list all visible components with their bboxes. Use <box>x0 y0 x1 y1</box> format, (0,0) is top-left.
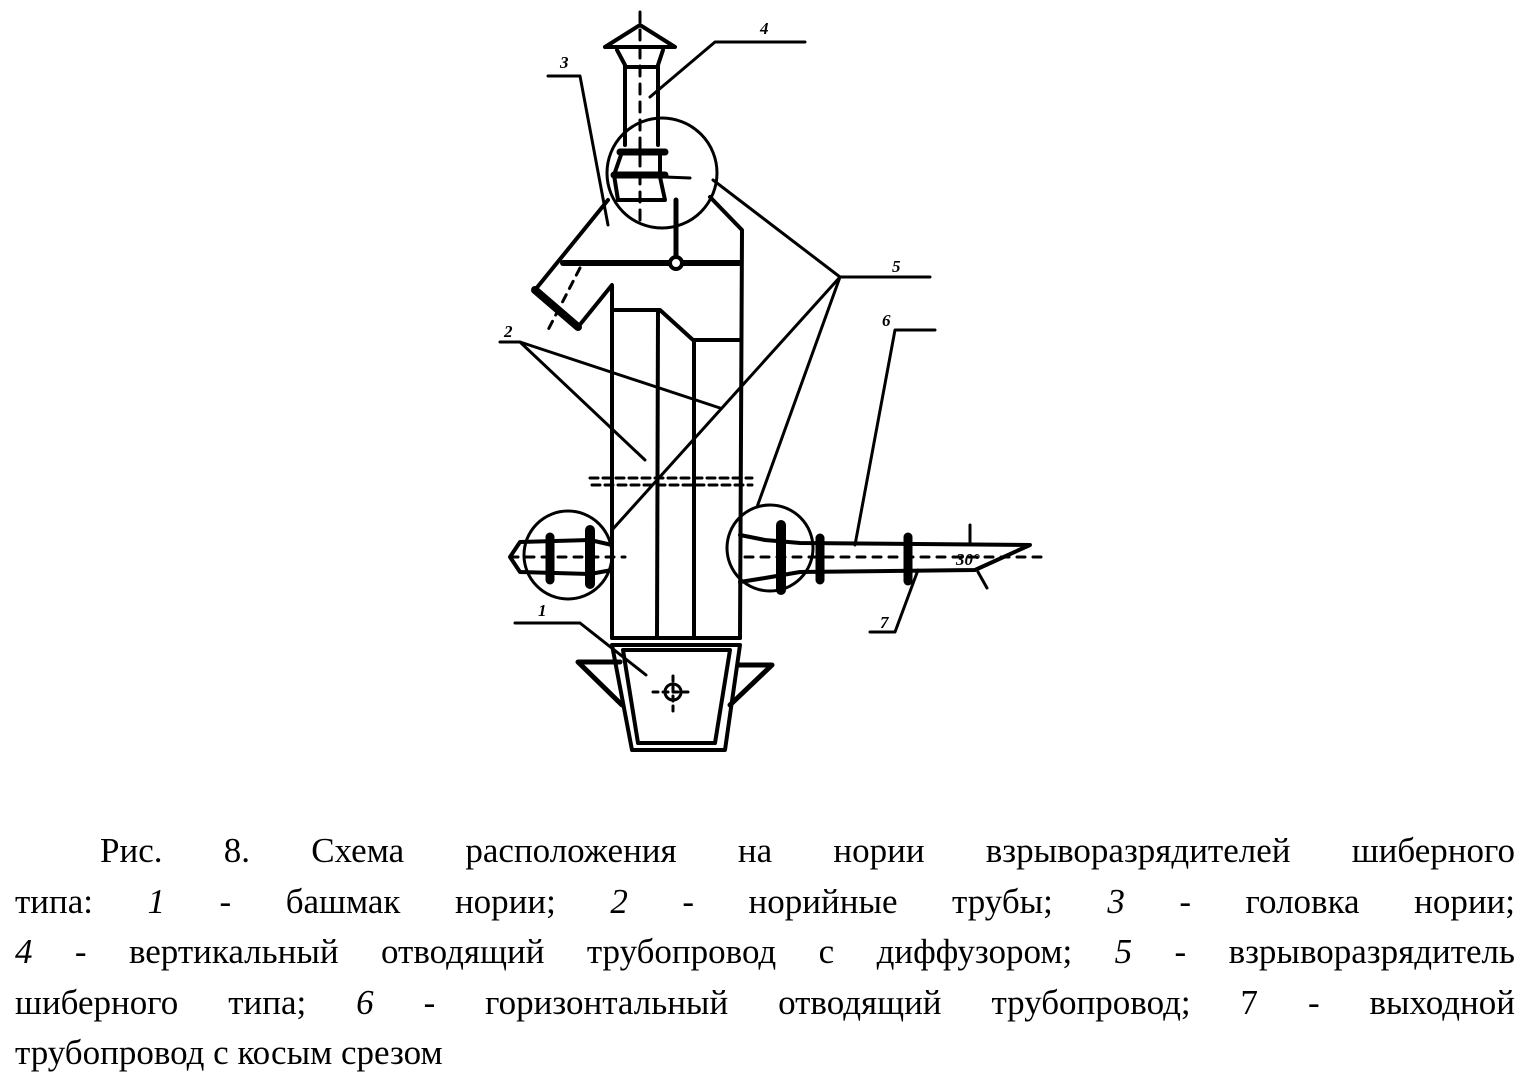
label-6: 6 <box>882 311 891 330</box>
label-7: 7 <box>880 613 890 632</box>
caption-line-5: трубопровод с косым срезом <box>15 1028 1515 1079</box>
label-2: 2 <box>503 322 513 341</box>
caption-text: шиберного типа; <box>15 982 357 1022</box>
caption-text: Рис. 8. Схема расположения на нории взры… <box>100 831 1515 870</box>
detail-circle-left <box>522 509 614 601</box>
elevator-boot <box>575 643 775 752</box>
caption-text: - башмак нории; <box>165 881 611 921</box>
label-4: 4 <box>759 19 769 38</box>
figure-caption: Рис. 8. Схема расположения на нории взры… <box>15 826 1515 1079</box>
elevator-tubes <box>588 308 754 640</box>
caption-text: - головка нории; <box>1124 881 1516 921</box>
caption-line-1: Рис. 8. Схема расположения на нории взры… <box>15 826 1515 877</box>
caption-line-3: 4 - вертикальный отводящий трубопровод с… <box>15 927 1515 978</box>
caption-part-number: 3 <box>1107 881 1125 921</box>
label-5: 5 <box>892 257 901 276</box>
leader-lines <box>498 40 937 677</box>
vertical-pipe-diffuser <box>603 23 692 202</box>
caption-part-number: 2 <box>610 881 628 921</box>
caption-part-number: 4 <box>15 932 33 971</box>
detail-circle-top <box>605 116 719 230</box>
caption-part-number: 5 <box>1114 932 1133 971</box>
caption-text: - вертикальный отводящий трубопровод с д… <box>32 932 1115 971</box>
detail-circle-right <box>725 503 815 593</box>
caption-text: - взрыворазрядитель <box>1132 932 1515 971</box>
label-1: 1 <box>538 601 547 620</box>
caption-part-number: 6 <box>356 982 374 1022</box>
caption-part-number: 1 <box>147 881 166 921</box>
caption-text: типа: <box>15 881 148 921</box>
label-3: 3 <box>559 53 569 72</box>
right-horizontal-pipe <box>738 520 1047 595</box>
bucket-elevator-diagram: 1 2 3 4 5 6 7 30° <box>498 10 1047 752</box>
caption-text: - горизонтальный отводящий трубопровод; … <box>373 982 1515 1022</box>
left-relief-pipe <box>508 525 627 589</box>
caption-text: трубопровод с косым срезом <box>15 1033 443 1072</box>
caption-text: - норийные трубы; <box>627 881 1108 921</box>
elevator-head <box>531 195 744 640</box>
part-labels: 1 2 3 4 5 6 7 30° <box>503 19 980 632</box>
caption-line-2: типа: 1 - башмак нории; 2 - норийные тру… <box>15 877 1515 928</box>
angle-label: 30° <box>955 550 980 569</box>
caption-line-4: шиберного типа; 6 - горизонтальный отвод… <box>15 978 1515 1029</box>
